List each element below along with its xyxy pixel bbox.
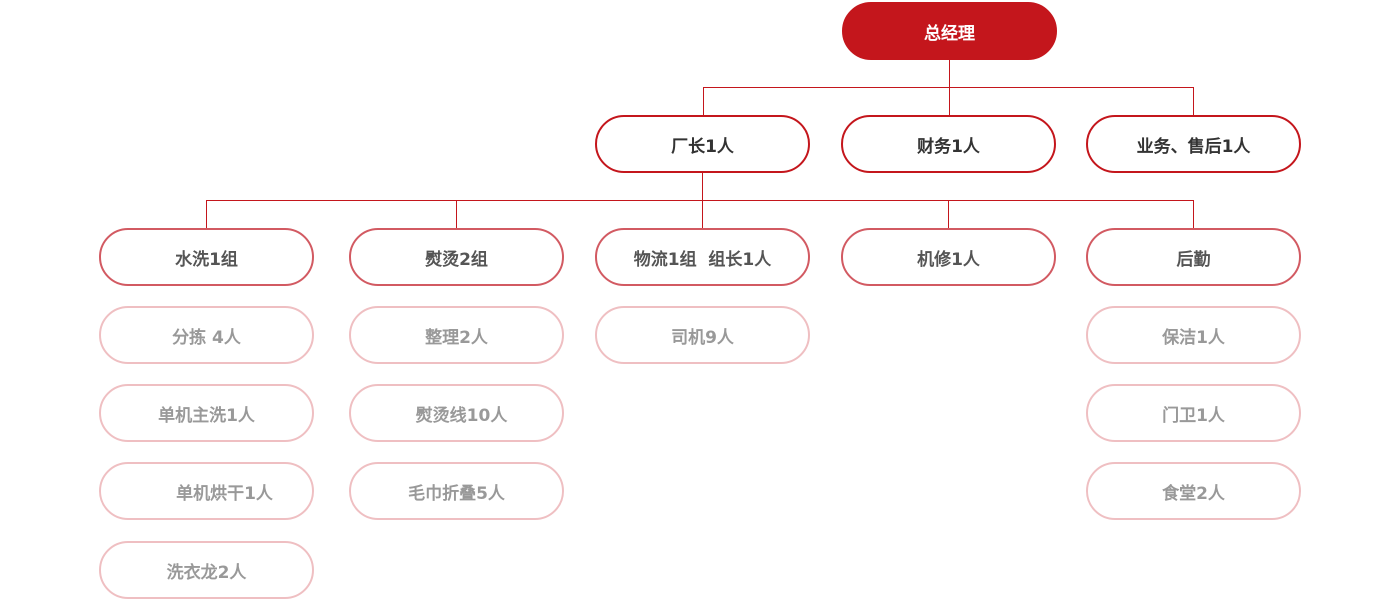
node-ironing-group: 熨烫2组	[349, 228, 564, 286]
node-maintenance: 机修1人	[841, 228, 1056, 286]
connector-line	[1193, 87, 1194, 115]
connector-line	[206, 200, 207, 228]
node-label: 厂长1人	[671, 136, 734, 157]
node-towel-folding: 毛巾折叠5人	[349, 462, 564, 520]
node-label: 机修1人	[917, 249, 980, 270]
connector-line	[456, 200, 457, 228]
node-label: 保洁1人	[1162, 327, 1225, 348]
connector-line	[206, 200, 1194, 201]
node-label: 总经理	[924, 23, 975, 44]
node-label: 司机9人	[671, 327, 734, 348]
connector-line	[948, 200, 949, 228]
node-drying: 单机烘干1人	[99, 462, 314, 520]
node-general-manager: 总经理	[842, 2, 1057, 60]
node-washing-group: 水洗1组	[99, 228, 314, 286]
node-label: 财务1人	[917, 136, 980, 157]
node-label: 熨烫2组	[425, 249, 488, 270]
node-label: 毛巾折叠5人	[408, 483, 505, 504]
node-sorting: 分拣 4人	[99, 306, 314, 364]
node-label: 后勤	[1176, 249, 1211, 270]
node-tunnel-washer: 洗衣龙2人	[99, 541, 314, 599]
connector-line	[703, 87, 1194, 88]
node-label: 水洗1组	[175, 249, 238, 270]
node-label: 业务、售后1人	[1136, 136, 1251, 157]
node-label: 分拣 4人	[172, 327, 241, 348]
node-ironing-line: 熨烫线10人	[349, 384, 564, 442]
node-sales-aftersales: 业务、售后1人	[1086, 115, 1301, 173]
node-label: 物流1组 组长1人	[633, 249, 772, 270]
node-label: 门卫1人	[1162, 405, 1225, 426]
node-logistics-group: 物流1组 组长1人	[595, 228, 810, 286]
node-logistics-support: 后勤	[1086, 228, 1301, 286]
node-canteen: 食堂2人	[1086, 462, 1301, 520]
node-drivers: 司机9人	[595, 306, 810, 364]
node-guard: 门卫1人	[1086, 384, 1301, 442]
node-label: 熨烫线10人	[415, 405, 508, 426]
node-sorting-ironing: 整理2人	[349, 306, 564, 364]
node-main-wash: 单机主洗1人	[99, 384, 314, 442]
connector-line	[1193, 200, 1194, 228]
connector-line	[703, 87, 704, 115]
node-finance: 财务1人	[841, 115, 1056, 173]
node-label: 单机烘干1人	[176, 483, 273, 504]
node-cleaning: 保洁1人	[1086, 306, 1301, 364]
node-label: 洗衣龙2人	[166, 562, 247, 583]
node-label: 单机主洗1人	[158, 405, 255, 426]
node-label: 食堂2人	[1162, 483, 1225, 504]
node-factory-director: 厂长1人	[595, 115, 810, 173]
node-label: 整理2人	[425, 327, 488, 348]
